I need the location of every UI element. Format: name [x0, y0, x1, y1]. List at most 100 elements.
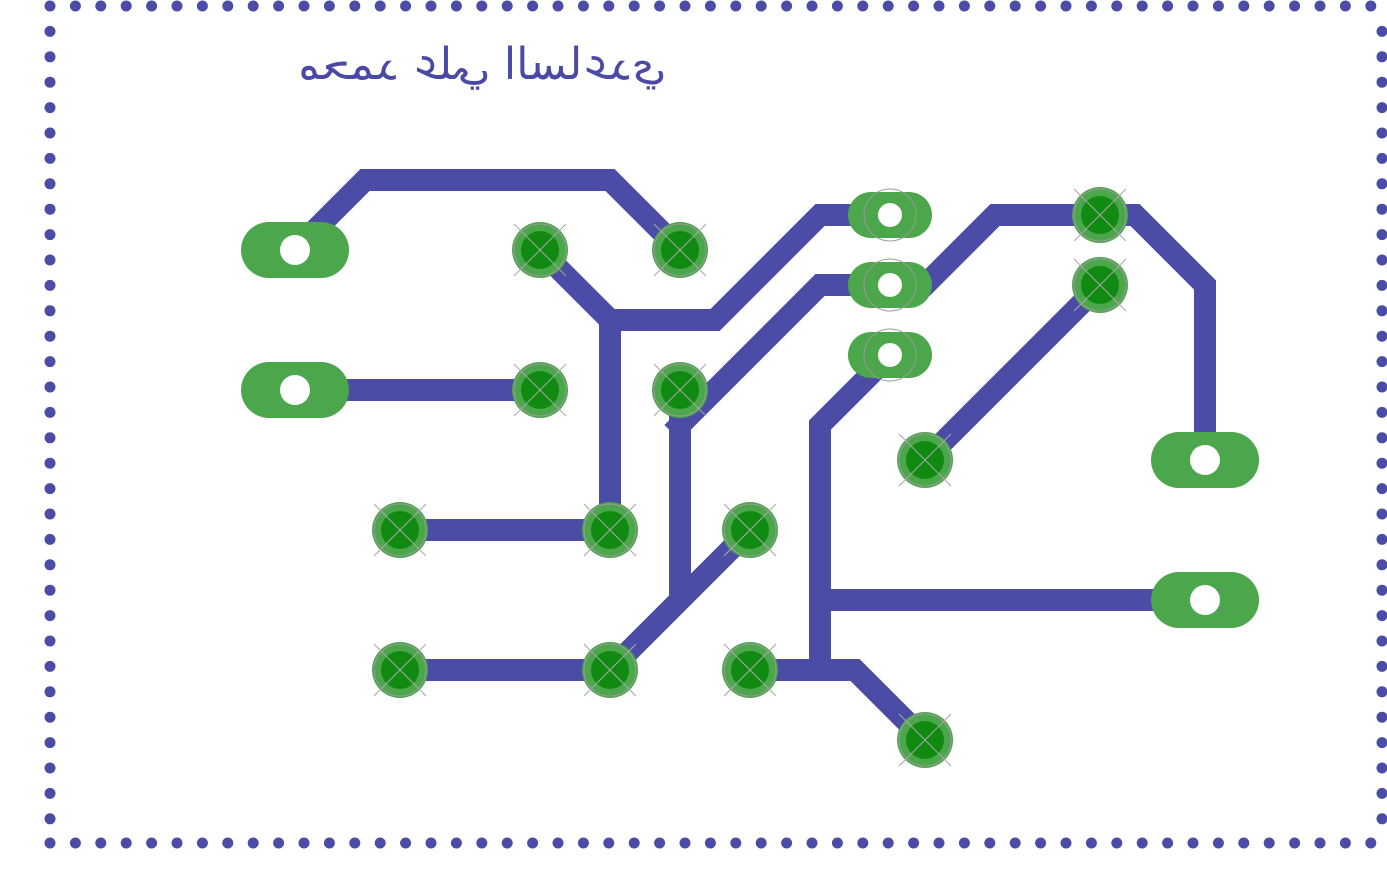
outline-dot	[1035, 837, 1047, 849]
outline-dot	[425, 837, 437, 849]
pad-keepout	[373, 503, 427, 557]
outline-dot	[882, 837, 894, 849]
outline-dot	[1365, 837, 1377, 849]
outline-dot	[1376, 584, 1387, 596]
outline-dot	[476, 837, 488, 849]
outline-dot	[44, 152, 56, 164]
outline-dot	[1085, 0, 1097, 12]
outline-dot	[374, 0, 386, 12]
outline-dot	[679, 0, 691, 12]
outline-dot	[1187, 837, 1199, 849]
outline-dot	[730, 0, 742, 12]
oval-pad	[848, 192, 932, 238]
outline-dot	[1111, 837, 1123, 849]
board-outline	[44, 0, 1387, 849]
outline-dot	[679, 837, 691, 849]
pad-keepout	[583, 503, 637, 557]
outline-dot	[933, 837, 945, 849]
outline-dot	[1376, 635, 1387, 647]
outline-dot	[781, 837, 793, 849]
outline-dot	[654, 0, 666, 12]
outline-dot	[273, 837, 285, 849]
outline-dot	[806, 0, 818, 12]
outline-dot	[222, 837, 234, 849]
outline-dot	[1009, 837, 1021, 849]
outline-dot	[44, 381, 56, 393]
pad-crosshair	[898, 713, 952, 767]
outline-dot	[44, 813, 56, 825]
round-pad	[372, 642, 428, 698]
pad-crosshair	[373, 503, 427, 557]
oval-pad	[848, 332, 932, 378]
outline-dot	[450, 837, 462, 849]
outline-dot	[1238, 0, 1250, 12]
outline-dot	[196, 0, 208, 12]
outline-dot	[374, 837, 386, 849]
outline-dot	[69, 0, 81, 12]
outline-dot	[1376, 229, 1387, 241]
pad-keepout	[653, 363, 707, 417]
outline-dot	[1376, 508, 1387, 520]
outline-dot	[755, 837, 767, 849]
pad-crosshair	[1073, 258, 1127, 312]
board-silkscreen-label: محمد علي الساعدي	[297, 39, 667, 90]
outline-dot	[298, 0, 310, 12]
outline-dot	[501, 837, 513, 849]
outline-dot	[476, 0, 488, 12]
outline-dot	[527, 837, 539, 849]
outline-dot	[323, 837, 335, 849]
outline-dot	[425, 0, 437, 12]
outline-dot	[349, 837, 361, 849]
outline-dot	[44, 229, 56, 241]
outline-dot	[1289, 837, 1301, 849]
outline-dot	[704, 0, 716, 12]
pad-drill	[878, 203, 902, 227]
pad-keepout	[1073, 188, 1127, 242]
outline-dot	[577, 837, 589, 849]
pad-keepout	[513, 363, 567, 417]
pad-keepout	[898, 433, 952, 487]
outline-dot	[44, 457, 56, 469]
outline-dot	[908, 0, 920, 12]
pad-keepout	[373, 643, 427, 697]
outline-dot	[95, 0, 107, 12]
outline-dot	[603, 837, 615, 849]
pad-crosshair	[373, 643, 427, 697]
pad-crosshair	[898, 433, 952, 487]
pad-crosshair	[513, 223, 567, 277]
pad-layer	[241, 187, 1259, 768]
outline-dot	[1212, 0, 1224, 12]
outline-dot	[146, 0, 158, 12]
oval-pad	[848, 262, 932, 308]
outline-dot	[1376, 533, 1387, 545]
outline-dot	[44, 76, 56, 88]
outline-dot	[1085, 837, 1097, 849]
outline-dot	[44, 330, 56, 342]
outline-dot	[247, 837, 259, 849]
outline-dot	[1187, 0, 1199, 12]
outline-dot	[1376, 51, 1387, 63]
round-pad	[1072, 187, 1128, 243]
outline-dot	[247, 0, 259, 12]
round-pad	[582, 502, 638, 558]
round-pad	[512, 222, 568, 278]
copper-trace	[389, 514, 766, 681]
outline-dot	[1376, 559, 1387, 571]
pad-drill	[1190, 585, 1220, 615]
outline-dot	[628, 837, 640, 849]
outline-dot	[44, 305, 56, 317]
pad-drill	[878, 343, 902, 367]
copper-trace	[739, 659, 941, 756]
outline-dot	[196, 837, 208, 849]
outline-dot	[44, 610, 56, 622]
pad-keepout	[723, 503, 777, 557]
pad-keepout	[653, 223, 707, 277]
round-pad	[722, 642, 778, 698]
outline-dot	[908, 837, 920, 849]
oval-pad	[241, 362, 349, 418]
outline-dot	[1263, 0, 1275, 12]
outline-dot	[1376, 330, 1387, 342]
outline-dot	[44, 533, 56, 545]
pad-keepout	[863, 188, 917, 242]
outline-dot	[1376, 127, 1387, 139]
